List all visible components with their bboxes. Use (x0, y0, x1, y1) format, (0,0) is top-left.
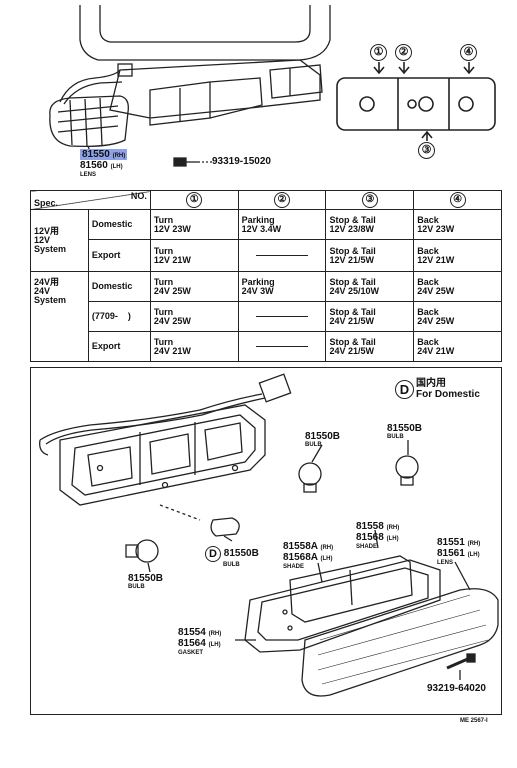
lens-label: LENS (80, 172, 97, 178)
spec-cell: Back 12V 23W (413, 209, 502, 240)
table-row: Export Turn 24V 21W Stop & Tail 24V 21/5… (31, 331, 502, 362)
bulb-b-label-group: 81550B BULB (387, 424, 422, 441)
lens-exploded-label: LENS (437, 560, 454, 566)
spec-cell: Stop & Tail 24V 25/10W (325, 271, 415, 302)
spec-cell: Turn 24V 21W (149, 331, 239, 362)
bulb-c-label-group: 81550B BULB (128, 574, 163, 591)
spec-cell: Parking 24V 3W (237, 271, 327, 302)
market-cell: Export (87, 331, 151, 362)
bulb-spec-table: Spec. NO. ① ② ③ ④ 12V用 12V System Domest… (30, 190, 502, 362)
footer-code: ME 2567-I (460, 718, 488, 724)
shade-a-rh-tag: (RH) (320, 545, 334, 551)
lens-rh-tag: (RH) (112, 153, 126, 159)
spec-cell: Stop & Tail 24V 21/5W (325, 331, 415, 362)
bulb-a-part[interactable]: 81550B (305, 431, 341, 442)
shade-lh[interactable]: 81568 (356, 532, 384, 543)
gasket-label: GASKET (178, 650, 204, 656)
domestic-en-label: For Domestic (416, 389, 480, 400)
lens-part-rh[interactable]: 81550 (82, 149, 110, 160)
shade-label: SHADE (356, 544, 378, 550)
lens-exploded-rh[interactable]: 81551 (437, 537, 465, 548)
domestic-jp-label: 国内用 (416, 378, 446, 389)
table-row: 12V用 12V System Domestic Turn 12V 23W Pa… (30, 209, 502, 272)
shade-a-lh-tag: (LH) (320, 556, 333, 562)
bulb-b-label: BULB (387, 434, 404, 440)
table-row: Export Turn 12V 21W Stop & Tail 12V 21/5… (31, 239, 502, 272)
bulb-d-part[interactable]: 81550B (223, 548, 259, 559)
vehicle-lamp-illustration (49, 5, 496, 167)
shade-a-rh[interactable]: 81558A (283, 541, 318, 552)
callout-3: ③ (418, 142, 435, 159)
lens-exploded-label-group: 81551 (RH) 81561 (LH) LENS (437, 538, 480, 567)
callout-4: ④ (460, 44, 477, 61)
gasket-rh[interactable]: 81554 (178, 627, 206, 638)
lens-exploded-rh-tag: (RH) (467, 541, 481, 547)
gasket-lh[interactable]: 81564 (178, 638, 206, 649)
spec-cell: Back 24V 25W (413, 301, 502, 332)
exploded-view-frame (30, 367, 502, 715)
domestic-badge: D (395, 380, 414, 399)
bulb-c-part[interactable]: 81550B (128, 573, 164, 584)
spec-cell: Turn 12V 21W (149, 239, 239, 272)
shade-lh-tag: (LH) (386, 536, 399, 542)
spec-cell: Turn 12V 23W (149, 209, 239, 240)
table-header-row: Spec. NO. ① ② ③ ④ (30, 190, 502, 210)
lens-lh-tag: (LH) (110, 164, 123, 170)
system-cell-12v: 12V用 12V System (30, 209, 89, 272)
shade-rh-tag: (RH) (386, 525, 400, 531)
gasket-lh-tag: (LH) (208, 642, 221, 648)
shade-rh[interactable]: 81558 (356, 521, 384, 532)
callout-2: ② (395, 44, 412, 61)
bulb-a-label-group: 81550B BULB (305, 432, 340, 449)
spec-cell: Stop & Tail 24V 21/5W (325, 301, 415, 332)
bulb-d-label: BULB (223, 562, 240, 568)
col-header-4-label: ④ (449, 192, 466, 208)
spec-cell-empty (237, 331, 327, 362)
spec-label: Spec. (34, 198, 59, 208)
spec-cell: Back 24V 21W (413, 331, 502, 362)
lens-exploded-lh[interactable]: 81561 (437, 548, 465, 559)
spec-no-header: Spec. NO. (30, 190, 151, 210)
shade-a-label-group: 81558A (RH) 81568A (LH) SHADE (283, 542, 333, 571)
bulb-b-part[interactable]: 81550B (387, 423, 423, 434)
gasket-label-group: 81554 (RH) 81564 (LH) GASKET (178, 628, 221, 657)
lens-label-group: 81550 (RH) 81560 (LH) LENS (80, 149, 128, 179)
spec-cell: Back 24V 25W (413, 271, 502, 302)
gasket-rh-tag: (RH) (208, 631, 222, 637)
spec-cell: Stop & Tail 12V 23/8W (325, 209, 415, 240)
callout-1: ① (370, 44, 387, 61)
shade-a-label: SHADE (283, 564, 305, 570)
bulb-a-label: BULB (305, 442, 322, 448)
shade-label-group: 81558 (RH) 81568 (LH) SHADE (356, 522, 399, 551)
lens-part-lh[interactable]: 81560 (80, 160, 108, 171)
top-screw-part[interactable]: 93319-15020 (212, 156, 271, 167)
lens-exploded-lh-tag: (LH) (467, 552, 480, 558)
table-row: (7709- ) Turn 24V 25W Stop & Tail 24V 21… (31, 301, 502, 332)
market-cell: (7709- ) (87, 301, 151, 332)
bulb-c-label: BULB (128, 584, 145, 590)
col-header-1-label: ① (186, 192, 203, 208)
bulb-d-badge: D (205, 546, 221, 562)
bottom-screw-part[interactable]: 93219-64020 (427, 683, 486, 694)
spec-cell-empty (237, 239, 327, 272)
bulb-upper-left (298, 462, 322, 493)
market-cell: Domestic (87, 209, 151, 240)
col-header-2-label: ② (274, 192, 291, 208)
no-label: NO. (130, 191, 147, 201)
shade-a-lh[interactable]: 81568A (283, 552, 318, 563)
bulb-d-label-group: D 81550B BULB (205, 546, 259, 569)
col-header-3-label: ③ (361, 192, 378, 208)
